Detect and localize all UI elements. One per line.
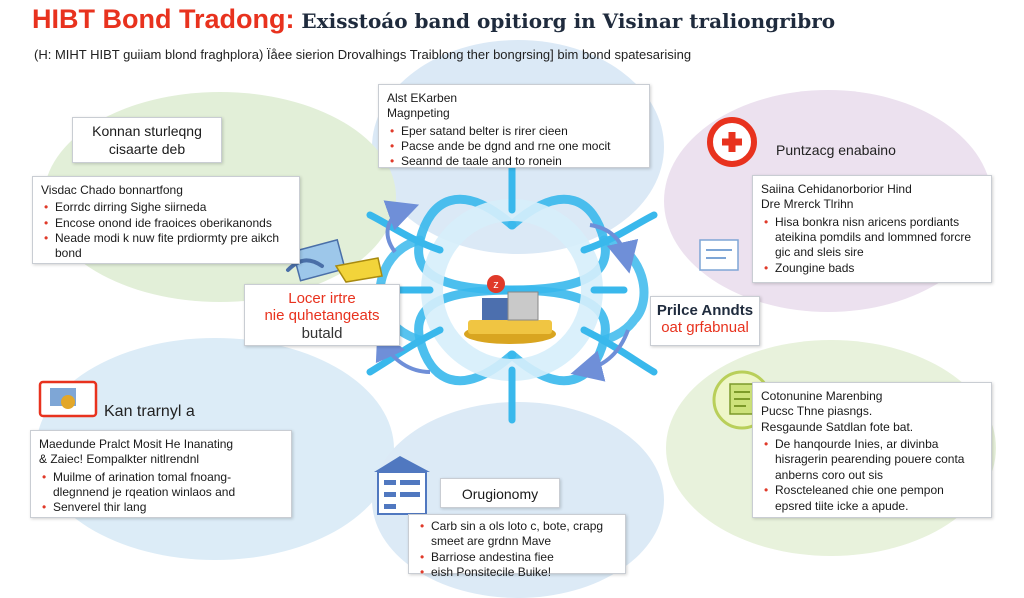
list-item: Zoungine bads xyxy=(764,261,983,277)
list-item: Carb sin a ols loto c, bote, crapg smeet… xyxy=(420,519,617,550)
list-item: Eper satand belter is rirer cieen xyxy=(390,124,641,140)
node-top-left-label: Konnan sturleqng cisaarte deb xyxy=(72,117,222,163)
small-document-icon xyxy=(699,239,739,271)
title-separator: : xyxy=(285,4,295,34)
node-bottom-right-bullets: De hanqourde Inies, ar divinba hisrageri… xyxy=(761,437,983,514)
hub-network: z xyxy=(38,117,772,515)
svg-text:z: z xyxy=(493,279,499,291)
node-center-right-label: Prilce Anndts oat grfabnual xyxy=(650,296,760,346)
node-top-right-card: Saiina Cehidanorborior Hind Dre Mrerck T… xyxy=(752,175,992,283)
list-item: Eorrdc dirring Sighe siirneda xyxy=(44,200,291,216)
list-item: eish Ponsitecile Buike! xyxy=(420,565,617,581)
building-layers-icon xyxy=(374,456,430,515)
list-item: Encose onond ide fraoices oberikanonds xyxy=(44,216,291,232)
node-top-card: Alst EKarben Magnpeting Eper satand belt… xyxy=(378,84,650,170)
list-item: Neade modi k nuw fite prdiormty pre aikc… xyxy=(44,231,291,262)
list-item: Muilme of arination tomal fnoang-dlegnne… xyxy=(42,470,283,501)
list-item: Hisa bonkra nisn aricens pordiants ateik… xyxy=(764,215,983,261)
presentation-board-icon xyxy=(38,380,98,418)
list-item: Barriose andestina fiee xyxy=(420,550,617,566)
node-top-heading: Alst EKarben Magnpeting xyxy=(387,91,458,121)
page-title: HIBT Bond Tradong: Exisstoáo band opitio… xyxy=(32,4,835,35)
node-bottom-bullets: Carb sin a ols loto c, bote, crapg smeet… xyxy=(417,519,617,581)
list-item: Senverel thir lang xyxy=(42,500,283,516)
node-bottom-right-heading: Cotonunine Marenbing Pucsc Thne piasngs.… xyxy=(761,389,914,434)
node-bottom-left-bullets: Muilme of arination tomal fnoang-dlegnne… xyxy=(39,470,283,516)
first-aid-plus-icon xyxy=(707,117,757,167)
flow-arrows xyxy=(375,200,639,382)
node-top-left-bullets: Eorrdc dirring Sighe siirneda Encose ono… xyxy=(41,200,291,261)
node-bottom-left-heading: Maedunde Pralct Mosit He Inanating & Zai… xyxy=(39,437,234,467)
node-bottom-right-card: Cotonunine Marenbing Pucsc Thne piasngs.… xyxy=(752,382,992,518)
node-top-bullets: Eper satand belter is rirer cieen Pacse … xyxy=(387,124,641,170)
hands-document-icon xyxy=(286,238,383,283)
page-subtitle: (H: MIHT HIBT guiiam blond fraghplora) Ï… xyxy=(34,47,692,62)
list-item: De hanqourde Inies, ar divinba hisrageri… xyxy=(764,437,983,483)
trading-pedestal-icon: z xyxy=(464,275,556,344)
node-bottom-left-card: Maedunde Pralct Mosit He Inanating & Zai… xyxy=(30,430,292,518)
node-top-right-bullets: Hisa bonkra nisn aricens pordiants ateik… xyxy=(761,215,983,277)
node-top-right-label: Puntzacg enabaino xyxy=(776,142,896,158)
list-item: Roscteleaned chie one pempon epsred tiit… xyxy=(764,483,983,514)
list-item: Pacse ande be dgnd and rne one mocit xyxy=(390,139,641,155)
title-main: HIBT Bond Tradong xyxy=(32,4,286,34)
node-bottom-left-label: Kan trarnyl a xyxy=(104,403,195,420)
node-top-right-heading: Saiina Cehidanorborior Hind Dre Mrerck T… xyxy=(761,182,912,212)
node-top-left-card: Visdac Chado bonnartfong Eorrdc dirring … xyxy=(32,176,300,264)
list-item: Seannd de taale and to ronein xyxy=(390,154,641,170)
node-bottom-label: Orugionomy xyxy=(440,478,560,508)
node-bottom-card: Carb sin a ols loto c, bote, crapg smeet… xyxy=(408,514,626,581)
node-center-left-label: Locer irtre nie quhetangeats butald xyxy=(244,284,400,346)
title-rest: Exisstoáo band opitiorg in Visinar trali… xyxy=(294,9,836,33)
node-top-left-heading: Visdac Chado bonnartfong xyxy=(41,183,183,197)
